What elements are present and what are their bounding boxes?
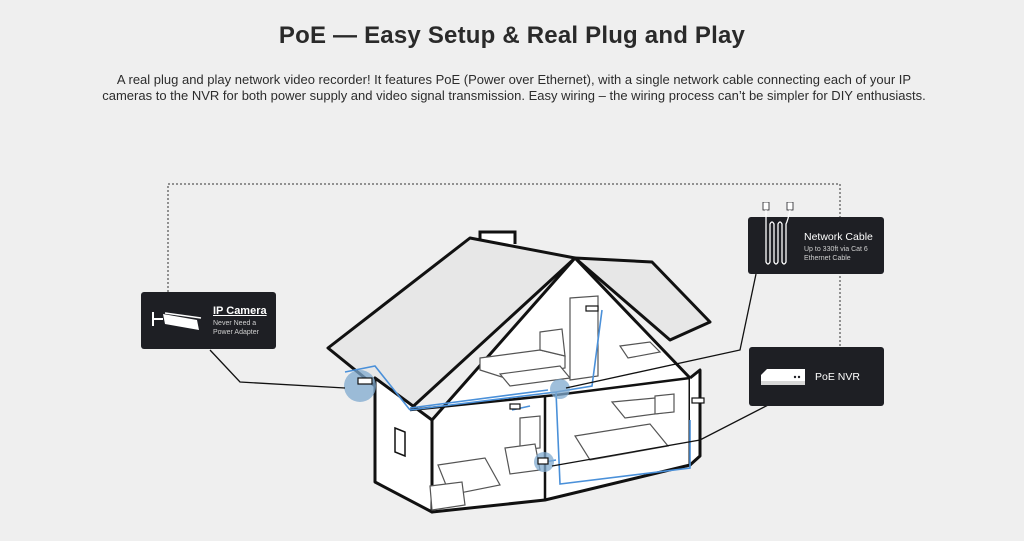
network-cable-label: Network Cable Up to 330ft via Cat 6 Ethe… bbox=[748, 202, 884, 274]
poe-nvr-label: PoE NVR bbox=[749, 347, 884, 406]
junction-highlight bbox=[550, 379, 570, 399]
network-cable-runs bbox=[344, 309, 691, 485]
ip-camera-title: IP Camera bbox=[213, 305, 267, 317]
leader-lines bbox=[209, 273, 771, 467]
ip-camera-label: IP Camera Never Need a Power Adapter bbox=[141, 292, 276, 349]
cable-icon bbox=[762, 202, 794, 265]
house-cameras bbox=[357, 305, 705, 465]
lower-furniture bbox=[429, 393, 675, 511]
upper-furniture bbox=[479, 295, 662, 387]
network-cable-title: Network Cable bbox=[804, 231, 873, 243]
network-cable-subtitle: Up to 330ft via Cat 6 Ethernet Cable bbox=[804, 246, 868, 262]
nvr-icon bbox=[761, 369, 805, 385]
camera-highlight bbox=[344, 370, 376, 402]
camera-icon bbox=[152, 312, 202, 330]
poe-nvr-title: PoE NVR bbox=[815, 371, 860, 383]
house-roof bbox=[326, 236, 712, 414]
side-window bbox=[394, 426, 406, 458]
page-description: A real plug and play network video recor… bbox=[102, 72, 926, 103]
ip-camera-subtitle: Never Need a Power Adapter bbox=[213, 320, 259, 336]
page-title: PoE — Easy Setup & Real Plug and Play bbox=[278, 22, 746, 49]
